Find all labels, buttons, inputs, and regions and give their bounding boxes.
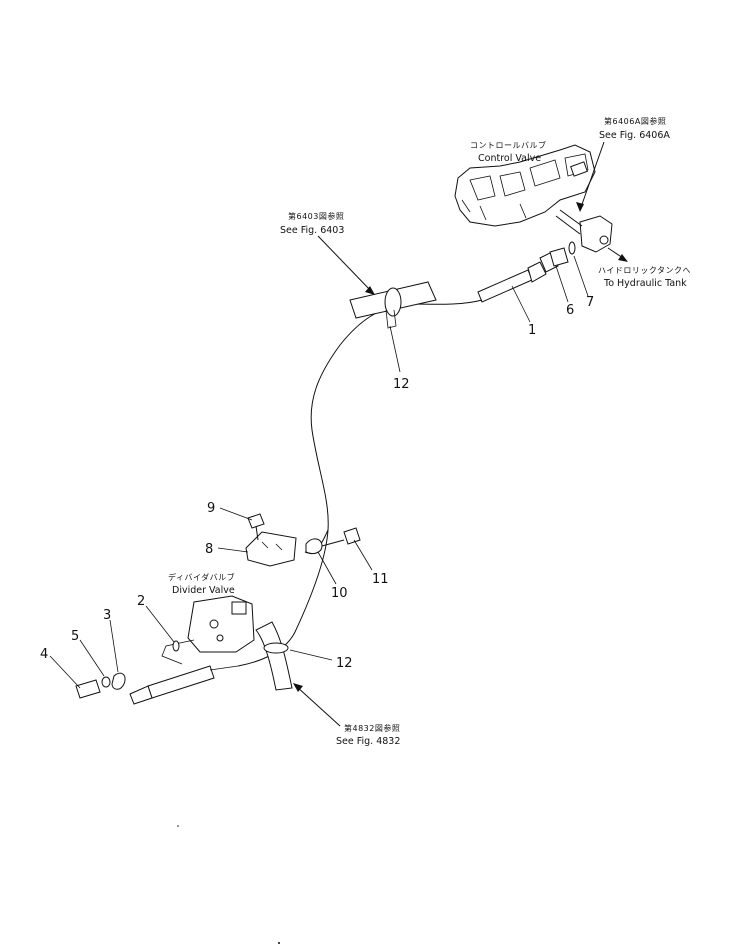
- scan-speck: [278, 942, 280, 944]
- label-control-valve: Control Valve: [478, 153, 541, 164]
- label-see-fig-6403: See Fig. 6403: [280, 225, 344, 236]
- o-ring-7: [568, 241, 576, 255]
- label-see-fig-6406a-jp: 第6406A図参照: [604, 116, 666, 126]
- bolt-9: [247, 513, 265, 541]
- clip-3: [111, 672, 126, 690]
- scan-speck: [177, 825, 179, 827]
- hose-fitting-1: [477, 251, 559, 303]
- clamp-12-lower: [255, 621, 293, 691]
- clamp-10: [305, 538, 323, 555]
- callout-10: 10: [331, 586, 348, 601]
- bracket-8: [245, 531, 297, 567]
- callout-8: 8: [205, 542, 213, 557]
- callout-leaders: [49, 255, 589, 689]
- bolt-11: [321, 527, 361, 547]
- label-see-fig-4832: See Fig. 4832: [336, 736, 400, 747]
- hose: [237, 299, 483, 667]
- label-divider-valve-jp: ディバイダバルブ: [168, 572, 235, 582]
- label-see-fig-4832-jp: 第4832図参照: [344, 723, 400, 733]
- callout-12-lower: 12: [336, 656, 353, 671]
- label-divider-valve: Divider Valve: [172, 585, 235, 596]
- callout-11: 11: [372, 572, 389, 587]
- callout-3: 3: [103, 608, 111, 623]
- label-see-fig-6406a: See Fig. 6406A: [599, 130, 670, 141]
- callout-6: 6: [566, 303, 574, 318]
- bolt-4: [75, 679, 101, 699]
- callout-7: 7: [586, 295, 594, 310]
- callout-5: 5: [71, 629, 79, 644]
- washer-5: [101, 676, 111, 688]
- callout-9: 9: [207, 501, 215, 516]
- leader-6403: [317, 235, 373, 293]
- clamp-12-upper: [349, 281, 437, 329]
- label-hydraulic-tank-jp: ハイドロリックタンクへ: [598, 266, 691, 275]
- divider-valve-drawing: [161, 595, 255, 665]
- leader-6406a: [579, 141, 605, 211]
- callout-1: 1: [528, 323, 536, 338]
- label-hydraulic-tank: To Hydraulic Tank: [603, 278, 687, 289]
- hose-fitting-lower: [129, 665, 239, 705]
- callout-12-upper: 12: [393, 377, 410, 392]
- callout-4: 4: [40, 647, 48, 662]
- control-valve-drawing: [454, 144, 613, 253]
- callout-2: 2: [137, 594, 145, 609]
- leader-4832: [295, 685, 341, 727]
- o-ring-2: [172, 640, 180, 652]
- adapter-6: [549, 247, 569, 267]
- label-see-fig-6403-jp: 第6403図参照: [288, 211, 344, 221]
- label-control-valve-jp: コントロールバルブ: [470, 140, 547, 150]
